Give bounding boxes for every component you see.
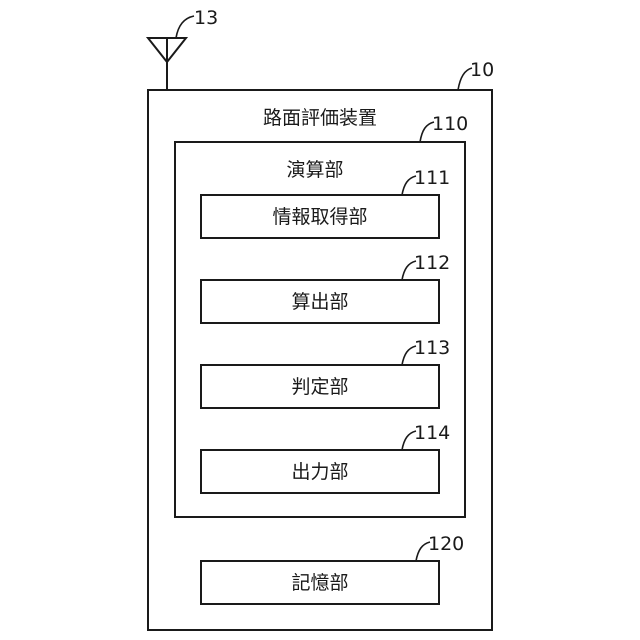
- unit-112-ref: 112: [414, 252, 450, 274]
- antenna-leader: [176, 16, 194, 38]
- storage-label: 記憶部: [291, 572, 348, 594]
- unit-112-label: 算出部: [291, 291, 348, 313]
- antenna: 13: [148, 7, 218, 90]
- unit-113-label: 判定部: [291, 376, 348, 398]
- device-title: 路面評価装置: [263, 107, 377, 129]
- unit-111-ref: 111: [414, 167, 450, 189]
- processor-title: 演算部: [286, 159, 343, 181]
- processor-ref: 110: [432, 113, 468, 135]
- unit-111-label: 情報取得部: [272, 206, 367, 228]
- unit-output: 114 出力部: [201, 422, 450, 493]
- unit-calculation: 112 算出部: [201, 252, 450, 323]
- device-ref: 10: [470, 59, 494, 81]
- unit-113-ref: 113: [414, 337, 450, 359]
- antenna-ref: 13: [194, 7, 218, 29]
- storage-ref: 120: [428, 533, 464, 555]
- unit-114-ref: 114: [414, 422, 450, 444]
- storage: 120 記憶部: [201, 533, 464, 604]
- unit-determination: 113 判定部: [201, 337, 450, 408]
- unit-114-label: 出力部: [291, 461, 348, 483]
